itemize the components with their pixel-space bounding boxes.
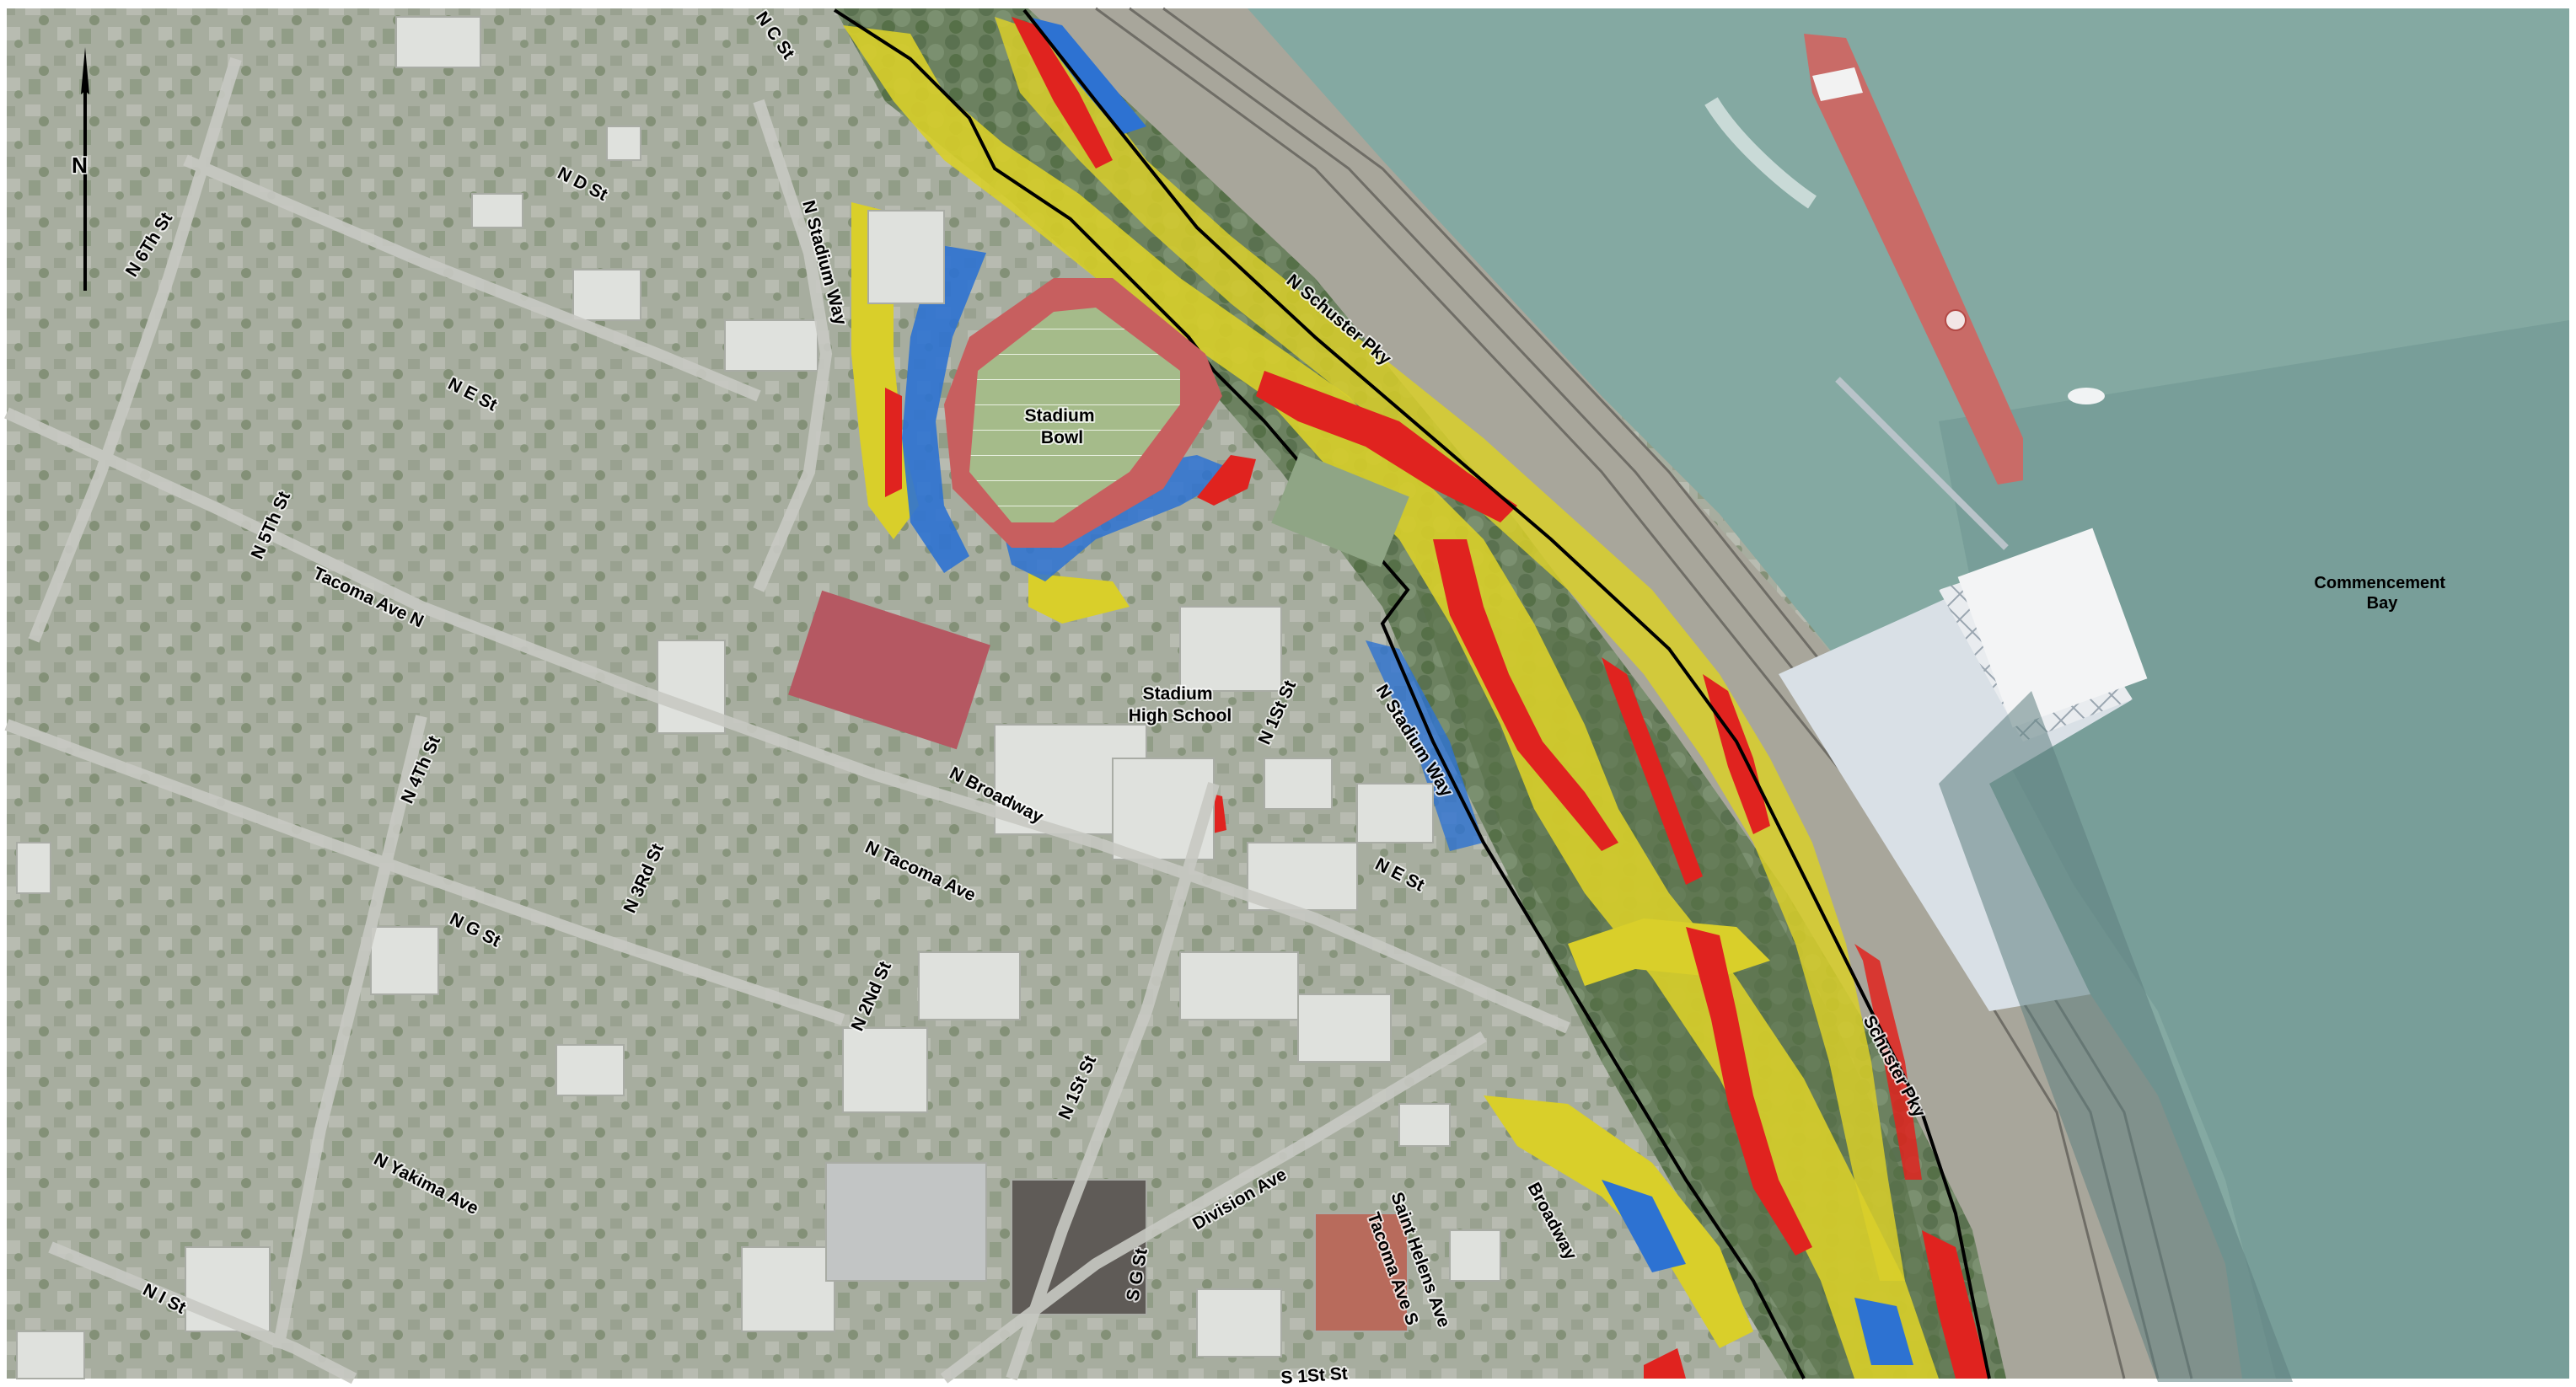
north-arrow-label: N — [72, 153, 88, 178]
label-stadium-bowl-line1: Stadium — [1025, 406, 1095, 426]
label-stadium-high-school: Stadium High School — [1129, 684, 1232, 726]
label-s-1st-st: S 1St St — [1280, 1364, 1349, 1387]
label-stadium-bowl: Stadium Bowl — [1025, 406, 1100, 447]
north-arrow: N — [70, 47, 89, 291]
hazard-overlay — [843, 17, 1989, 1379]
label-commencement-bay-line2: Bay — [2367, 594, 2399, 613]
cargo-ship — [1704, 34, 2105, 485]
tennis-courts — [788, 453, 1409, 750]
label-stadium-high-school-line2: High School — [1129, 706, 1232, 726]
label-stadium-bowl-line2: Bowl — [1041, 428, 1083, 447]
pier — [1779, 377, 2293, 1382]
label-commencement-bay: Commencement Bay — [2314, 574, 2450, 613]
label-stadium-high-school-line1: Stadium — [1143, 684, 1213, 704]
road-network — [4, 56, 1570, 1384]
stadium-bowl — [944, 278, 1222, 548]
label-commencement-bay-line1: Commencement — [2314, 574, 2445, 592]
place-labels: Stadium Bowl Stadium High School Commenc… — [1023, 404, 2450, 727]
